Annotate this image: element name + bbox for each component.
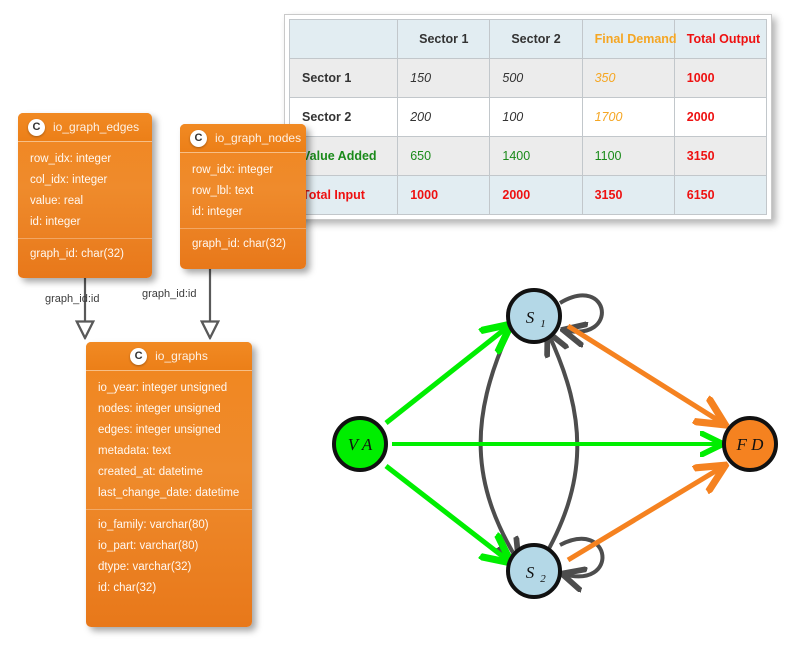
input-output-table-panel: Sector 1 Sector 2 Final Demand Total Out… xyxy=(284,14,772,220)
row-label-sector-2: Sector 2 xyxy=(288,97,399,137)
cell-s2-s2: 100 xyxy=(489,97,583,137)
cell-s1-total-output: 1000 xyxy=(673,58,768,98)
row-label-sector-1: Sector 1 xyxy=(288,58,399,98)
row-label-total-input: Total Input xyxy=(288,175,399,215)
attribute: edges: integer unsigned xyxy=(98,424,221,436)
edge-s2-self-loop xyxy=(560,536,605,576)
attribute: graph_id: char(32) xyxy=(30,248,124,260)
column-header-sector-1: Sector 1 xyxy=(397,19,491,59)
table-row: Sector 2 200 100 1700 2000 xyxy=(288,97,768,137)
cell-va-s2: 1400 xyxy=(489,136,583,176)
class-box-io-graphs[interactable]: C io_graphs io_year: integer unsigned no… xyxy=(86,342,252,627)
cell-ti-s2: 2000 xyxy=(489,175,583,215)
relation-label-edges: graph_id:id xyxy=(45,293,99,305)
column-header-sector-2: Sector 2 xyxy=(489,19,583,59)
column-header-corner xyxy=(288,19,399,59)
class-name-io-graph-edges: io_graph_edges xyxy=(53,120,140,134)
attribute-separator xyxy=(180,228,306,229)
cell-s1-s2: 500 xyxy=(489,58,583,98)
class-icon: C xyxy=(28,118,45,136)
attribute-separator xyxy=(18,238,152,239)
class-box-io-graph-nodes[interactable]: C io_graph_nodes row_idx: integer row_lb… xyxy=(180,124,306,269)
cell-va-s1: 650 xyxy=(397,136,491,176)
relation-label-nodes: graph_id:id xyxy=(142,288,196,300)
attribute: last_change_date: datetime xyxy=(98,487,240,499)
graph-node-s1-label: S xyxy=(526,308,535,327)
attribute: io_part: varchar(80) xyxy=(98,540,199,552)
class-attributes: row_idx: integer row_lbl: text id: integ… xyxy=(180,153,306,262)
cell-va-total-output: 3150 xyxy=(673,136,768,176)
attribute: io_year: integer unsigned xyxy=(98,382,228,394)
edge-s2-to-fd xyxy=(566,466,724,563)
attribute: value: real xyxy=(30,195,84,207)
attribute: id: char(32) xyxy=(98,582,157,594)
input-output-table: Sector 1 Sector 2 Final Demand Total Out… xyxy=(288,19,768,215)
class-box-header: C io_graph_edges xyxy=(18,113,152,142)
class-name-io-graphs: io_graphs xyxy=(155,349,208,363)
io-flow-graph: V A S 1 S 2 F D xyxy=(332,288,778,599)
cell-s2-final-demand: 1700 xyxy=(581,97,675,137)
attribute: metadata: text xyxy=(98,445,171,457)
class-icon: C xyxy=(130,347,148,365)
cell-va-final-demand: 1100 xyxy=(581,136,675,176)
attribute: id: integer xyxy=(192,206,243,218)
graph-node-s2-label: S xyxy=(526,563,535,582)
cell-ti-total-output: 6150 xyxy=(673,175,768,215)
attribute: graph_id: char(32) xyxy=(192,238,286,250)
class-attributes: io_year: integer unsigned nodes: integer… xyxy=(86,371,252,606)
class-box-header: C io_graphs xyxy=(86,342,252,371)
column-header-total-output: Total Output xyxy=(673,19,768,59)
attribute-separator xyxy=(86,509,252,510)
graph-node-fd[interactable]: F D xyxy=(722,416,778,472)
graph-node-s1-subscript: 1 xyxy=(540,318,546,330)
cell-s1-final-demand: 350 xyxy=(581,58,675,98)
cell-ti-s1: 1000 xyxy=(397,175,491,215)
class-box-io-graph-edges[interactable]: C io_graph_edges row_idx: integer col_id… xyxy=(18,113,152,278)
attribute: id: integer xyxy=(30,216,81,228)
graph-node-va[interactable]: V A xyxy=(332,416,388,472)
edge-va-to-s2 xyxy=(384,464,510,562)
class-name-io-graph-nodes: io_graph_nodes xyxy=(215,131,302,145)
graph-node-s2-subscript: 2 xyxy=(540,573,546,585)
column-header-final-demand: Final Demand xyxy=(581,19,677,59)
attribute: dtype: varchar(32) xyxy=(98,561,192,573)
graph-node-va-label: V A xyxy=(348,435,373,454)
class-icon: C xyxy=(190,129,207,147)
edge-va-to-s1 xyxy=(384,325,510,425)
attribute: row_idx: integer xyxy=(192,164,274,176)
edge-s2-to-s1 xyxy=(540,333,580,563)
cell-s2-total-output: 2000 xyxy=(673,97,768,137)
table-row: Sector 1 150 500 350 1000 xyxy=(288,58,768,98)
attribute: col_idx: integer xyxy=(30,174,108,186)
table-row: Total Input 1000 2000 3150 6150 xyxy=(288,175,768,215)
graph-node-fd-label: F D xyxy=(736,435,765,454)
edge-s1-to-fd xyxy=(566,323,724,424)
attribute: row_idx: integer xyxy=(30,153,112,165)
cell-s1-s1: 150 xyxy=(397,58,491,98)
edge-s1-to-s2 xyxy=(478,332,518,561)
attribute: nodes: integer unsigned xyxy=(98,403,221,415)
cell-ti-final-demand: 3150 xyxy=(581,175,675,215)
graph-node-s2[interactable]: S 2 xyxy=(506,543,562,599)
attribute: io_family: varchar(80) xyxy=(98,519,209,531)
class-box-header: C io_graph_nodes xyxy=(180,124,306,153)
attribute: row_lbl: text xyxy=(192,185,254,197)
class-attributes: row_idx: integer col_idx: integer value:… xyxy=(18,142,152,272)
table-header-row: Sector 1 Sector 2 Final Demand Total Out… xyxy=(288,19,768,59)
graph-node-s1[interactable]: S 1 xyxy=(506,288,562,344)
table-row: Value Added 650 1400 1100 3150 xyxy=(288,136,768,176)
attribute: created_at: datetime xyxy=(98,466,203,478)
cell-s2-s1: 200 xyxy=(397,97,491,137)
edge-s1-self-loop xyxy=(560,293,604,331)
